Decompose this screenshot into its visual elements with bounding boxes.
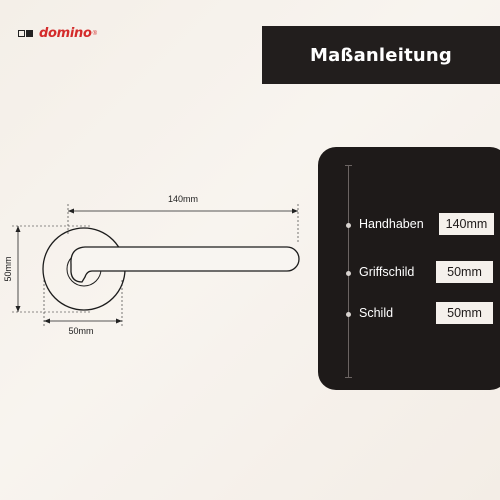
brand-name: domino [39,26,92,41]
height-arrow-bottom [15,306,21,312]
height-arrow-top [15,226,21,232]
length-dimension-label: 140mm [168,194,198,204]
bullet-dot-icon [346,271,351,276]
height-dimension-label: 50mm [3,256,13,281]
width-arrow-right [116,318,122,324]
spec-label: Schild [359,306,394,320]
brand-logo: domino ® [18,26,97,41]
spec-rail-bottom-tick [345,377,352,378]
spec-label: Griffschild [359,265,415,279]
bullet-dot-icon [346,312,351,317]
page-title: Maßanleitung [309,44,453,66]
spec-row-handhaben: Handhaben 140mm [318,213,500,237]
width-arrow-left [44,318,50,324]
spec-panel: Handhaben 140mm Griffschild 50mm Schild … [318,147,500,390]
logo-mark-icon [18,29,36,39]
length-arrow-right [292,208,298,214]
spec-rail-top-tick [345,165,352,166]
length-arrow-left [68,208,74,214]
bullet-dot-icon [346,223,351,228]
spec-label: Handhaben [359,217,424,231]
spec-value: 50mm [436,261,493,283]
lever-handle [70,246,300,283]
registered-mark: ® [92,30,98,37]
spec-row-griffschild: Griffschild 50mm [318,261,500,285]
spec-value: 140mm [439,213,494,235]
width-dimension-label: 50mm [68,326,93,336]
spec-row-schild: Schild 50mm [318,302,500,326]
handle-dimension-drawing: 140mm 50mm 50mm [3,194,300,336]
spec-value: 50mm [436,302,493,324]
title-banner: Maßanleitung [262,26,500,84]
